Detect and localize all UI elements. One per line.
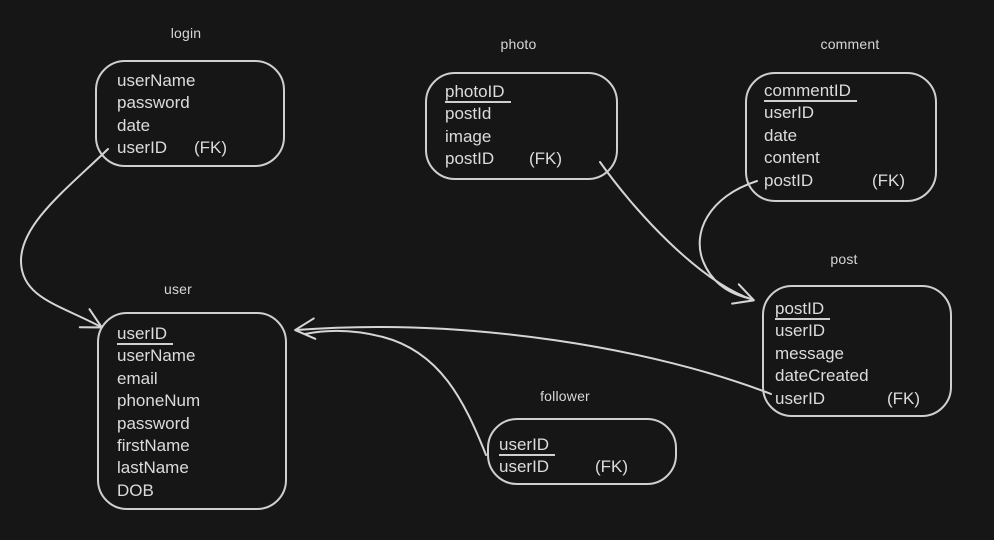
arrow-photo-to-post[interactable] (599, 161, 755, 305)
field-photo-postId: postId (445, 104, 492, 124)
fk-label-follower-userID: (FK) (595, 457, 629, 477)
field-row-follower-1: userID (FK) (499, 456, 675, 478)
arrow-comment-to-post[interactable] (698, 180, 758, 299)
field-user-lastName: lastName (117, 458, 189, 478)
field-comment-postID-fk: postID (764, 170, 814, 190)
field-user-phoneNum: phoneNum (117, 391, 201, 411)
arrow-login-to-user[interactable] (19, 148, 109, 329)
field-photo-postID-fk: postID (445, 149, 495, 169)
field-photo-image: image (445, 126, 492, 146)
field-photo-photoID: photoID (445, 82, 511, 103)
field-row-photo-1: postId (445, 103, 616, 125)
arrow-follower-to-user[interactable] (304, 329, 487, 456)
field-post-postID: postID (775, 299, 831, 320)
field-user-email: email (117, 368, 158, 388)
field-row-comment-4: postID (FK) (764, 170, 935, 192)
field-user-DOB: DOB (117, 480, 154, 500)
field-row-login-2: date (117, 115, 283, 137)
fk-label-post-userID: (FK) (887, 388, 921, 408)
fk-label-comment-postID: (FK) (872, 170, 906, 190)
field-row-user-2: email (117, 368, 285, 390)
field-post-message: message (775, 343, 844, 363)
field-user-userID: userID (117, 324, 174, 345)
field-row-user-1: userName (117, 345, 285, 367)
field-row-post-3: dateCreated (775, 365, 950, 387)
fk-label-photo-postID: (FK) (529, 149, 563, 169)
field-row-post-1: userID (775, 320, 950, 342)
fk-label-login-userID: (FK) (194, 138, 228, 158)
field-follower-userID-fk: userID (499, 457, 550, 477)
field-row-user-4: password (117, 413, 285, 435)
field-comment-commentID: commentID (764, 81, 857, 102)
entity-title-login[interactable]: login (170, 25, 202, 41)
field-login-date: date (117, 115, 151, 135)
arrow-post-to-user[interactable] (294, 317, 772, 395)
field-post-userID: userID (775, 321, 826, 341)
field-row-photo-3: postID (FK) (445, 148, 616, 170)
entity-title-post[interactable]: post (830, 251, 858, 267)
entity-title-comment[interactable]: comment (820, 36, 880, 52)
field-row-user-0: userID (117, 323, 285, 345)
field-row-login-1: password (117, 92, 283, 114)
entity-title-photo[interactable]: photo (500, 36, 537, 52)
field-row-login-3: userID (FK) (117, 137, 283, 159)
field-post-dateCreated: dateCreated (775, 366, 869, 386)
field-post-userID-fk: userID (775, 388, 826, 408)
field-row-comment-2: date (764, 125, 935, 147)
field-row-photo-0: photoID (445, 81, 616, 103)
field-comment-date: date (764, 125, 798, 145)
field-row-comment-1: userID (764, 102, 935, 124)
field-login-userName: userName (117, 71, 196, 90)
field-row-login-0: userName (117, 70, 283, 92)
field-comment-content: content (764, 148, 820, 168)
field-row-user-5: firstName (117, 435, 285, 457)
field-user-firstName: firstName (117, 435, 190, 455)
field-row-comment-0: commentID (764, 80, 935, 102)
field-row-post-0: postID (775, 298, 950, 320)
field-row-user-6: lastName (117, 457, 285, 479)
field-follower-userID: userID (499, 435, 556, 456)
field-row-comment-3: content (764, 147, 935, 169)
field-row-follower-0: userID (499, 434, 675, 456)
field-comment-userID: userID (764, 103, 815, 123)
field-login-password: password (117, 93, 190, 113)
field-row-photo-2: image (445, 126, 616, 148)
field-user-userName: userName (117, 346, 196, 366)
field-login-userID-fk: userID (117, 138, 168, 158)
field-row-user-3: phoneNum (117, 390, 285, 412)
field-user-password: password (117, 413, 190, 433)
entity-title-user[interactable]: user (163, 281, 193, 297)
field-row-post-2: message (775, 343, 950, 365)
field-row-post-4: userID (FK) (775, 388, 950, 410)
field-row-user-7: DOB (117, 480, 285, 502)
entity-title-follower[interactable]: follower (540, 388, 590, 404)
